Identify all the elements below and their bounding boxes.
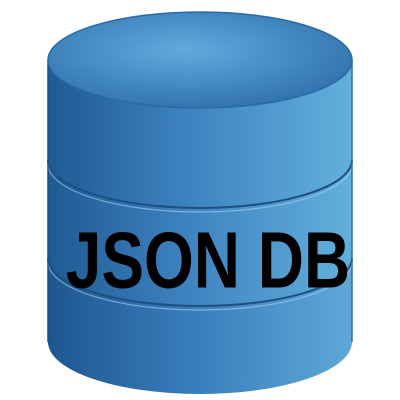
cylinder-lower-band (48, 258, 352, 394)
band-line-upper (47, 159, 353, 209)
band-line-lower (47, 257, 353, 307)
band-line-lower-highlight (47, 261, 353, 311)
band-line-upper-highlight (47, 163, 353, 213)
cylinder-top (47, 11, 353, 109)
cylinder-middle-band (48, 160, 352, 308)
db-label: JSON DB (66, 216, 350, 305)
